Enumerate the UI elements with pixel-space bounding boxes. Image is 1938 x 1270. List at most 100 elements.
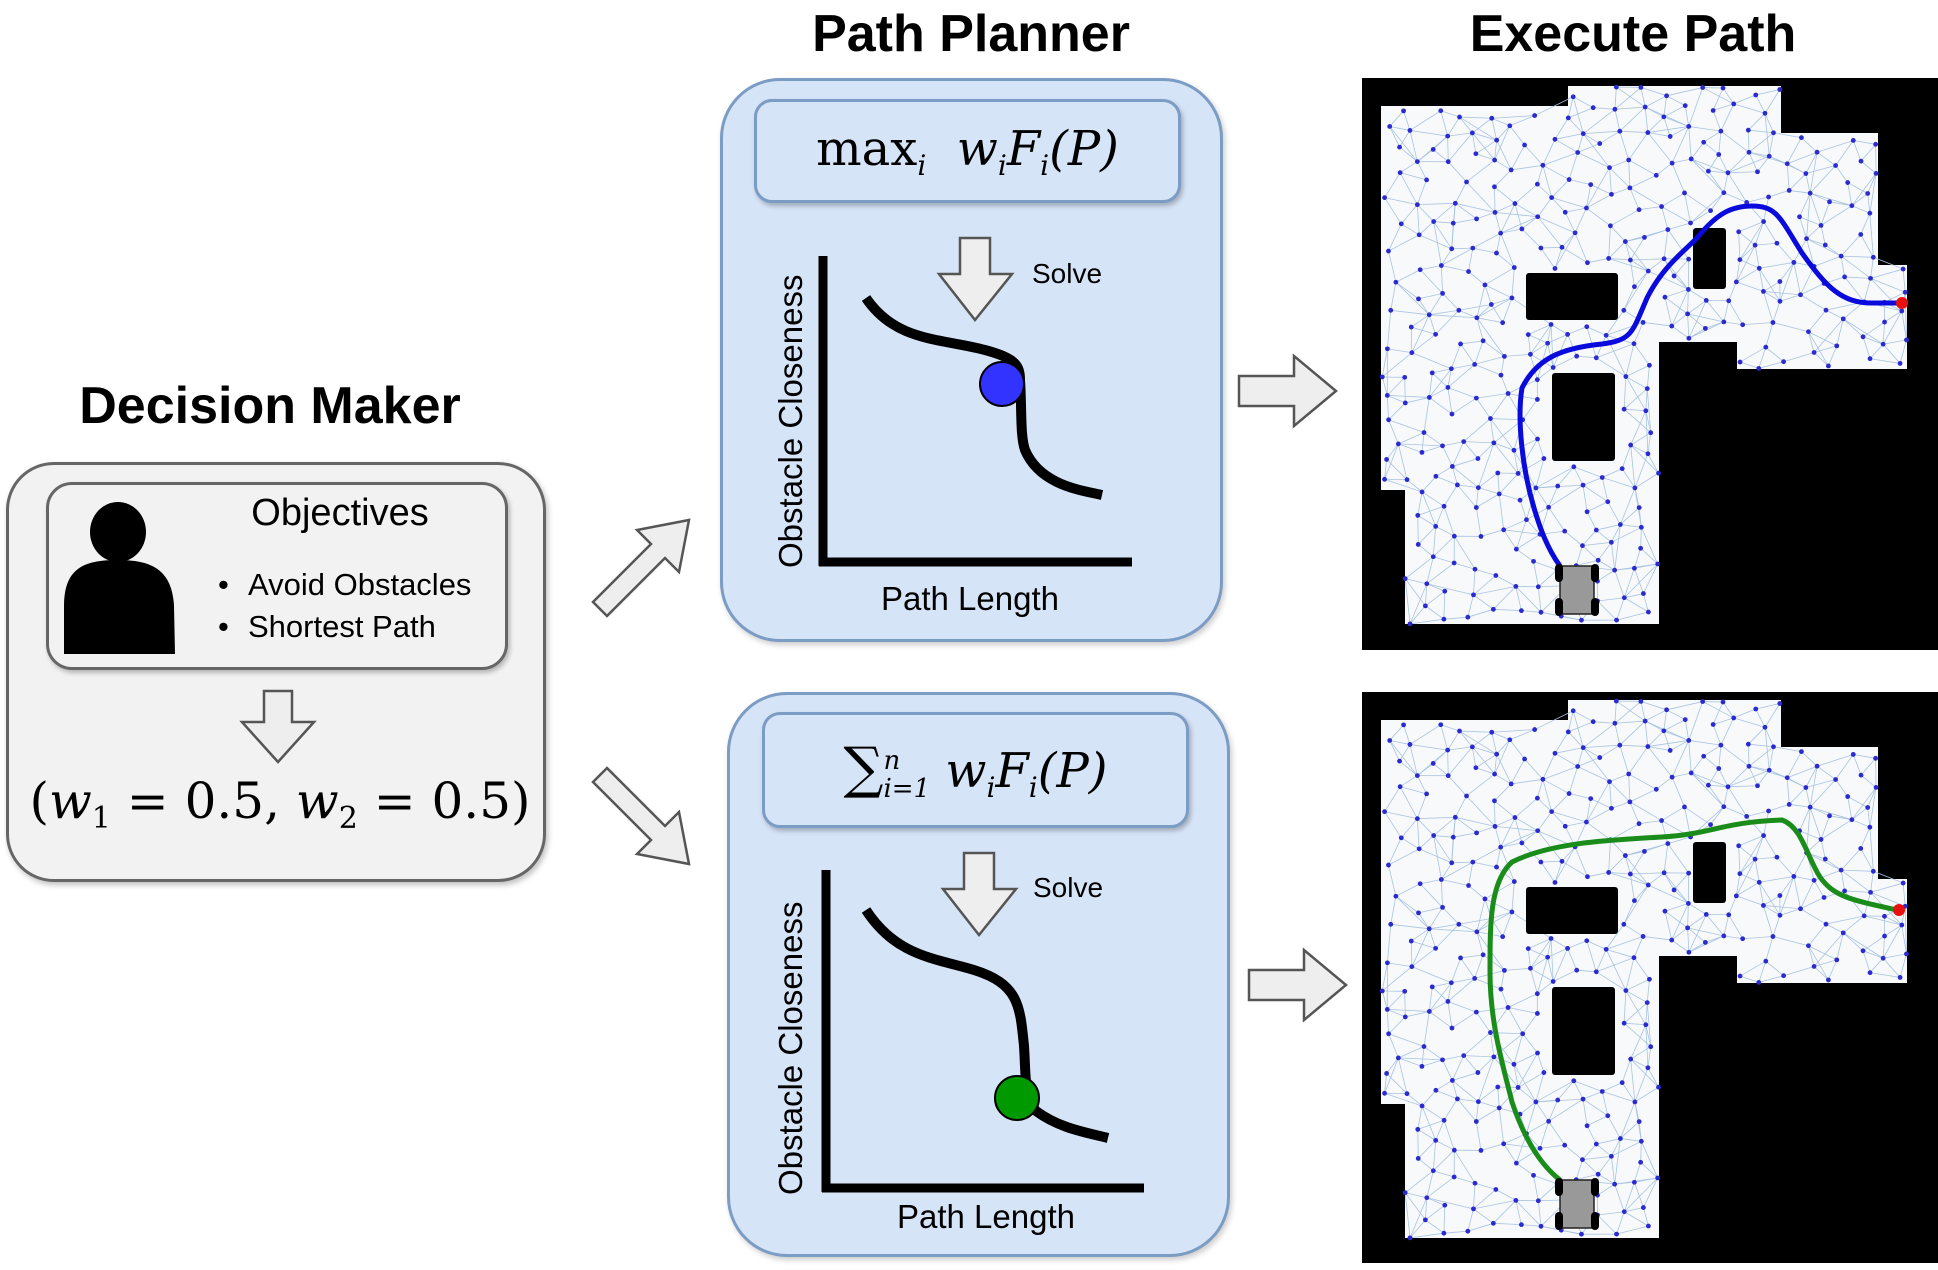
roadmap-edge: [1535, 1072, 1545, 1103]
roadmap-edge: [1428, 293, 1443, 316]
roadmap-node: [1565, 115, 1571, 121]
roadmap-edge: [1534, 710, 1574, 730]
roadmap-edge: [1390, 282, 1397, 311]
roadmap-node: [1395, 1055, 1401, 1061]
roadmap-edge: [1702, 87, 1734, 105]
roadmap-edge: [1757, 769, 1770, 786]
roadmap-edge: [1435, 1089, 1458, 1100]
roadmap-node: [1867, 356, 1873, 362]
roadmap-edge: [1535, 1080, 1574, 1103]
roadmap-edge: [1519, 500, 1527, 520]
roadmap-edge: [1457, 484, 1477, 508]
roadmap-edge: [1491, 911, 1513, 919]
roadmap-node: [1579, 617, 1584, 623]
roadmap-node: [1541, 456, 1547, 461]
roadmap-node: [1429, 984, 1435, 990]
roadmap-node: [1566, 791, 1572, 796]
roadmap-node: [1622, 853, 1628, 858]
roadmap-edge: [1452, 1055, 1465, 1081]
roadmap-edge: [1666, 709, 1686, 720]
roadmap-edge: [1582, 477, 1603, 486]
roadmap-edge: [1638, 206, 1662, 211]
roadmap-edge: [1384, 811, 1418, 820]
roadmap-edge: [1516, 548, 1534, 562]
roadmap-edge: [1537, 1200, 1542, 1227]
roadmap-edge: [1758, 268, 1764, 292]
roadmap-node: [1880, 955, 1886, 961]
roadmap-edge: [1409, 110, 1441, 131]
roadmap-node: [1416, 296, 1421, 302]
roadmap-edge: [1739, 259, 1760, 269]
roadmap-edge: [1608, 258, 1649, 272]
roadmap-edge: [1467, 1208, 1474, 1232]
roadmap-edge: [1869, 213, 1874, 258]
roadmap-node: [1870, 254, 1876, 260]
roadmap-edge: [1625, 376, 1647, 411]
roadmap-edge: [1476, 898, 1486, 932]
roadmap-node: [1740, 936, 1746, 942]
roadmap-node: [1498, 372, 1504, 378]
roadmap-edge: [1739, 835, 1764, 874]
roadmap-node: [1840, 316, 1846, 322]
roadmap-edge: [1582, 722, 1616, 748]
roadmap-edge: [1684, 806, 1711, 825]
roadmap-node: [1803, 785, 1809, 790]
roadmap-node: [1797, 214, 1802, 220]
roadmap-node: [1642, 718, 1648, 724]
roadmap-edge: [1573, 466, 1584, 486]
roadmap-edge: [1564, 212, 1576, 234]
roadmap-edge: [1442, 293, 1460, 311]
roadmap-edge: [1417, 1105, 1423, 1130]
roadmap-edge: [1718, 131, 1722, 155]
roadmap-edge: [1596, 957, 1635, 973]
roadmap-node: [1387, 738, 1393, 743]
roadmap-node: [1858, 232, 1864, 237]
roadmap-node: [1631, 341, 1637, 347]
roadmap-edge: [1547, 948, 1568, 958]
roadmap-edge: [1862, 336, 1871, 359]
roadmap-edge: [1624, 1022, 1646, 1026]
roadmap-node: [1441, 616, 1447, 622]
roadmap-edge: [1691, 772, 1729, 788]
roadmap-node: [1705, 782, 1711, 788]
roadmap-edge: [1810, 806, 1852, 821]
roadmap-node: [1528, 351, 1533, 357]
roadmap-edge: [1554, 861, 1563, 883]
roadmap-edge: [1611, 187, 1631, 195]
roadmap-node: [1490, 1220, 1496, 1226]
roadmap-node: [1549, 809, 1555, 815]
roadmap-edge: [1384, 786, 1401, 812]
roadmap-edge: [1820, 819, 1853, 840]
roadmap-node: [1640, 1205, 1646, 1210]
roadmap-node: [1605, 499, 1611, 505]
roadmap-edge: [1625, 241, 1649, 272]
roadmap-edge: [1494, 212, 1538, 218]
roadmap-edge: [1582, 484, 1608, 503]
roadmap-node: [1753, 92, 1759, 98]
roadmap-edge: [1513, 450, 1519, 474]
roadmap-edge: [1783, 352, 1815, 363]
roadmap-node: [1382, 809, 1387, 815]
roadmap-node: [1619, 1080, 1625, 1086]
roadmap-edge: [1630, 1059, 1636, 1102]
roadmap-edge: [1419, 234, 1452, 250]
roadmap-node: [1628, 442, 1634, 448]
roadmap-node: [1535, 436, 1540, 442]
roadmap-node: [1492, 184, 1497, 190]
roadmap-node: [1827, 199, 1832, 205]
roadmap-edge: [1418, 221, 1434, 236]
roadmap-edge: [1643, 322, 1672, 327]
roadmap-edge: [1472, 232, 1501, 249]
roadmap-edge: [1621, 1082, 1636, 1103]
roadmap-edge: [1443, 1120, 1455, 1151]
roadmap-edge: [1409, 744, 1448, 751]
roadmap-edge: [1491, 729, 1535, 733]
roadmap-edge: [1847, 796, 1853, 820]
roadmap-edge: [1793, 876, 1801, 909]
roadmap-node: [1774, 854, 1780, 860]
roadmap-node: [1445, 159, 1451, 165]
roadmap-edge: [1755, 708, 1766, 728]
roadmap-edge: [1503, 1143, 1517, 1164]
roadmap-edge: [1477, 442, 1495, 488]
roadmap-edge: [1727, 786, 1747, 817]
